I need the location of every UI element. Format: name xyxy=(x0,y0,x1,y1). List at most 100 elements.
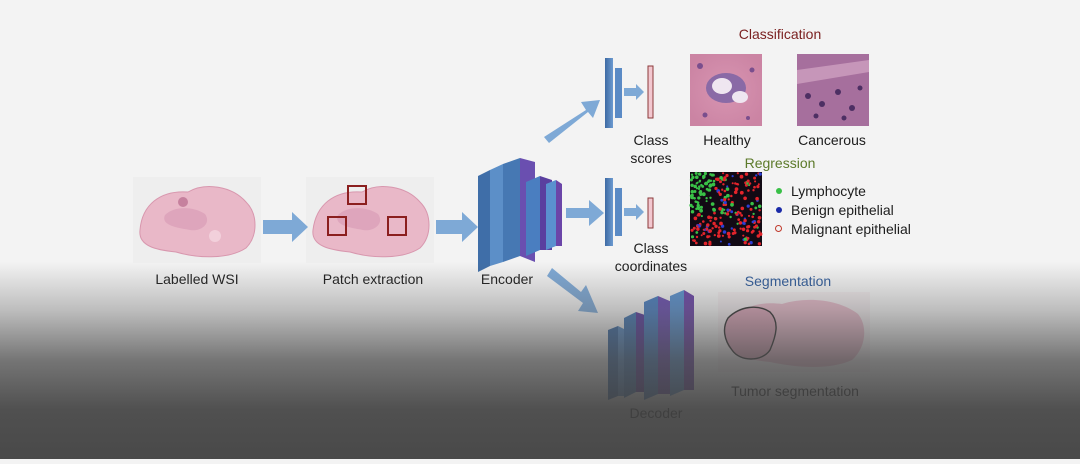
cell-dot xyxy=(712,208,717,212)
cell-dot xyxy=(698,179,702,182)
cell-dot xyxy=(723,208,726,211)
cell-dot xyxy=(690,189,695,194)
cell-dot xyxy=(722,183,725,186)
cell-dot xyxy=(754,224,758,228)
class-scores-label-line1: Class xyxy=(633,132,669,148)
cell-dot xyxy=(751,215,755,219)
malignant-legend-label: Malignant epithelial xyxy=(791,221,911,237)
cell-dot xyxy=(693,184,697,189)
cell-dot xyxy=(731,175,734,178)
cell-dot xyxy=(697,196,701,200)
class-coordinates-label-line2: coordinates xyxy=(614,258,688,274)
cell-dot xyxy=(758,232,763,236)
cell-dot xyxy=(711,227,714,230)
cell-dot xyxy=(713,211,716,215)
cell-dot xyxy=(696,227,700,231)
class-scores-label-line2: scores xyxy=(630,150,672,166)
segmentation-title: Segmentation xyxy=(744,273,832,289)
cell-dot xyxy=(727,235,731,239)
cell-dot xyxy=(757,215,762,220)
cell-dot xyxy=(722,172,725,175)
cell-dot xyxy=(723,189,727,193)
arrow-encoder-to-decoder xyxy=(547,268,598,313)
cell-dot xyxy=(703,174,706,177)
cancerous-label: Cancerous xyxy=(798,132,866,148)
cell-dot xyxy=(733,231,737,235)
arrow-encoder-to-classification xyxy=(544,100,600,143)
cell-dot xyxy=(746,225,750,229)
cell-dot xyxy=(717,226,721,229)
cell-dot xyxy=(701,192,706,197)
cell-dot xyxy=(695,235,699,239)
wsi-thumbnail xyxy=(133,177,261,263)
classification-title: Classification xyxy=(738,26,822,42)
regression-head xyxy=(605,178,654,246)
cell-dot xyxy=(727,198,730,201)
arrow-patch-to-encoder xyxy=(436,212,478,242)
cell-dot xyxy=(727,242,731,246)
cell-dot xyxy=(752,212,755,216)
cell-dot xyxy=(723,176,727,180)
cell-dot xyxy=(705,197,708,200)
tumor-segmentation-label: Tumor segmentation xyxy=(731,383,859,399)
cell-dot xyxy=(721,188,724,191)
cancerous-tissue-image xyxy=(797,54,869,126)
lymphocyte-legend-label: Lymphocyte xyxy=(791,183,866,199)
cell-dot xyxy=(718,192,722,196)
cell-dot xyxy=(730,194,733,198)
cell-dot xyxy=(725,212,730,216)
cell-dot xyxy=(751,220,755,224)
cell-dot xyxy=(712,179,716,183)
cell-dot xyxy=(743,222,746,226)
healthy-tissue-image xyxy=(690,54,762,126)
cell-dot xyxy=(699,192,703,196)
cell-dot xyxy=(696,181,699,184)
cell-dot xyxy=(725,187,730,191)
cell-dot xyxy=(755,196,759,201)
cell-dot xyxy=(734,182,737,185)
cell-dot xyxy=(689,178,693,182)
cell-dot xyxy=(694,200,697,203)
cell-dot xyxy=(703,171,708,176)
decoder-block xyxy=(608,290,694,400)
lymphocyte-legend-dot xyxy=(776,188,782,194)
tumor-segmentation-image xyxy=(718,292,870,372)
cell-dot xyxy=(694,241,698,245)
cell-dot xyxy=(756,185,760,189)
cell-dot xyxy=(758,230,761,233)
cell-dot xyxy=(719,221,723,226)
cell-dot xyxy=(755,174,758,177)
cell-dot xyxy=(697,172,702,176)
cell-dot xyxy=(741,227,746,232)
encoder-label: Encoder xyxy=(480,271,534,287)
cell-dot xyxy=(690,235,695,239)
cell-dot xyxy=(714,217,718,221)
cell-dot xyxy=(699,205,703,209)
cell-dot xyxy=(696,225,699,228)
cell-dot xyxy=(718,206,722,211)
cell-dot xyxy=(749,207,753,211)
cell-dot xyxy=(725,173,729,178)
cell-dot xyxy=(716,234,721,238)
cell-dot xyxy=(757,204,762,209)
healthy-label: Healthy xyxy=(703,132,751,148)
cell-dot xyxy=(701,220,705,223)
cell-dot xyxy=(726,231,731,236)
cell-dot xyxy=(758,209,761,212)
cell-dot xyxy=(748,182,752,185)
regression-cell-map xyxy=(689,171,763,246)
cell-dot xyxy=(751,229,755,233)
cell-dot xyxy=(730,210,734,214)
cell-dot xyxy=(743,196,747,201)
cell-dot xyxy=(709,196,712,200)
cell-dot xyxy=(738,221,743,225)
cell-dot xyxy=(739,174,744,179)
cell-dot xyxy=(730,202,734,207)
cell-dot xyxy=(745,229,750,233)
benign-legend-dot xyxy=(776,207,782,213)
cell-dot xyxy=(740,206,745,211)
cell-dot xyxy=(746,179,750,183)
cell-dot xyxy=(736,222,739,225)
cell-dot xyxy=(711,182,716,187)
